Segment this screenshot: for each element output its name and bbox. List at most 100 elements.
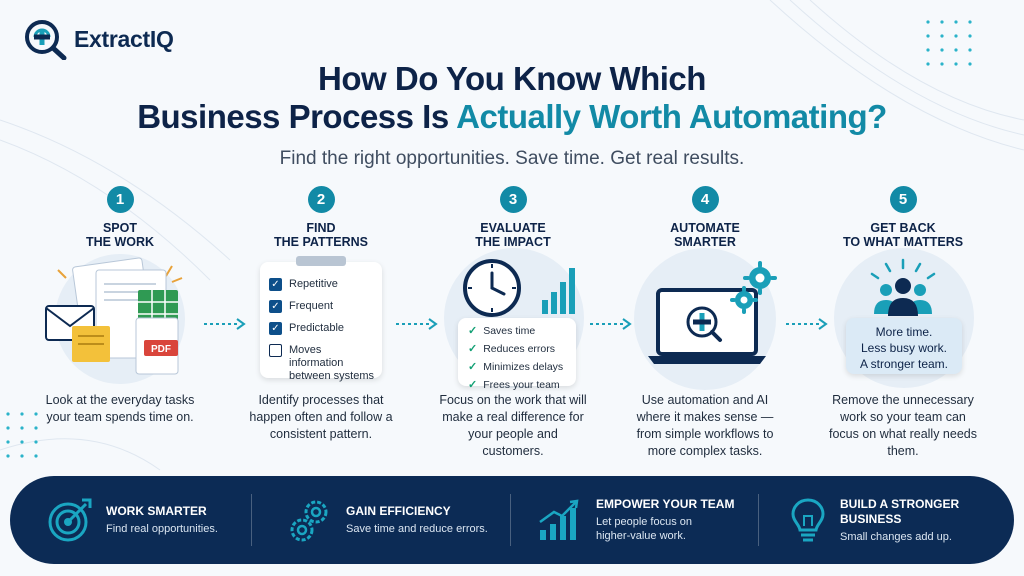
benefit-title: WORK SMARTER <box>106 504 207 518</box>
benefit-label: Minimizes delays <box>483 360 564 373</box>
step-title: GET BACK TO WHAT MATTERS <box>808 221 998 249</box>
benefit-subtitle: Let people focus on higher-value work. <box>596 515 734 543</box>
checklist-card: ✓ Repetitive ✓ Frequent ✓ Predictable Moves… <box>260 256 382 382</box>
step-description: Focus on the work that will make a real … <box>439 393 587 458</box>
benefit-subtitle: Find real opportunities. <box>106 523 218 535</box>
tagline: Less busy work. <box>860 341 948 355</box>
step-title-line-2: THE PATTERNS <box>274 235 368 249</box>
benefits-card: ✓Saves time ✓Reduces errors ✓Minimizes d… <box>458 318 576 391</box>
bottom-benefits-bar: WORK SMARTER Find real opportunities. GA… <box>10 476 1014 564</box>
benefit-title: BUILD A STRONGER BUSINESS <box>840 497 959 527</box>
benefit-subtitle-line-2: higher-value work. <box>596 530 686 542</box>
clock-bar-chart-icon <box>463 259 575 317</box>
benefit-gain-efficiency: GAIN EFFICIENCY Save time and reduce err… <box>286 476 488 564</box>
benefit-item: ✓Minimizes delays <box>468 360 576 374</box>
page-subtitle: Find the right opportunities. Save time.… <box>279 148 745 169</box>
step-number: 4 <box>691 186 719 213</box>
step-2: 2 FIND THE PATTERNS ✓ Repetitive ✓ Frequen… <box>226 186 416 441</box>
step-title: SPOT THE WORK <box>25 221 215 249</box>
arrow-right-icon <box>590 318 632 330</box>
checklist-item: ✓ Repetitive <box>269 278 374 291</box>
arrow-right-icon <box>204 318 246 330</box>
divider <box>510 494 511 546</box>
benefit-item: ✓ Saves time <box>468 324 576 338</box>
title-line-2: Business Process Is Actually Worth Autom… <box>0 98 1024 136</box>
step-title: AUTOMATE SMARTER <box>610 221 800 249</box>
check-icon: ✓ <box>468 379 478 391</box>
svg-text:PDF: PDF <box>151 344 171 355</box>
step-title-line-1: EVALUATE <box>480 221 546 235</box>
step-description: Look at the everyday tasks your team spe… <box>45 393 195 424</box>
step-title-line-2: SMARTER <box>674 235 736 249</box>
benefit-label: Saves time <box>483 324 536 337</box>
check-icon: ✓ <box>468 325 478 337</box>
benefit-title: EMPOWER YOUR TEAM <box>596 497 735 511</box>
step-title-line-2: THE IMPACT <box>475 235 551 249</box>
benefit-label: Frees your team <box>483 378 560 391</box>
gears-icon <box>290 500 328 542</box>
checkbox-checked: ✓ <box>269 278 282 291</box>
benefit-title-line-2: BUSINESS <box>840 511 902 526</box>
lightbulb-icon <box>791 498 825 542</box>
step-title-line-2: TO WHAT MATTERS <box>842 235 964 249</box>
benefit-item: ✓ Frees your team <box>468 378 576 392</box>
benefit-work-smarter: WORK SMARTER Find real opportunities. <box>46 476 218 564</box>
arrow-right-icon <box>396 318 438 330</box>
tagline: More time. <box>875 325 933 339</box>
benefit-stronger-business: BUILD A STRONGER BUSINESS Small changes … <box>788 476 959 564</box>
checkbox-unchecked <box>269 344 282 357</box>
step-title-line-1: SPOT <box>102 221 138 235</box>
benefit-subtitle-line-1: Let people focus on <box>596 516 693 528</box>
title-line-1: How Do You Know Which <box>318 60 706 97</box>
target-arrow-icon <box>48 498 92 542</box>
step-title: FIND THE PATTERNS <box>226 221 416 249</box>
benefit-title-line-1: BUILD A STRONGER <box>840 496 960 511</box>
page-title: How Do You Know Which Business Process I… <box>0 60 1024 136</box>
benefit-text: GAIN EFFICIENCY Save time and reduce err… <box>346 504 488 536</box>
step-description: Identify processes that happen often and… <box>249 393 393 441</box>
step-1: 1 SPOT THE WORK PDF Look at the everyday… <box>25 186 215 424</box>
step-4: 4 AUTOMATE SMARTER Use automation and AI… <box>610 186 800 458</box>
brand-logo[interactable]: ExtractIQ <box>22 18 174 60</box>
checklist-label: Moves information between systems <box>289 344 374 382</box>
plus-magnifier-icon <box>25 20 67 60</box>
step-title: EVALUATE THE IMPACT <box>418 221 608 249</box>
divider <box>251 494 252 546</box>
tagline-card: More time. Less busy work. A stronger te… <box>846 318 962 374</box>
arrow-right-icon <box>786 318 828 330</box>
benefit-title: GAIN EFFICIENCY <box>346 504 451 518</box>
step-number: 1 <box>106 186 134 213</box>
clipboard-clip <box>296 256 346 266</box>
benefit-item: ✓ Reduces errors <box>468 342 576 356</box>
step-3: 3 EVALUATE THE IMPACT ✓ Saves time ✓ Reduc… <box>418 186 608 458</box>
benefit-empower-team: EMPOWER YOUR TEAM Let people focus on hi… <box>536 476 734 564</box>
documents-email-spreadsheet-pdf-icon: PDF <box>45 257 183 375</box>
laptop-gears-icon <box>648 261 777 364</box>
checkbox-checked: ✓ <box>269 322 282 335</box>
checklist-item: ✓ Frequent <box>269 300 374 313</box>
benefit-subtitle: Small changes add up. <box>840 530 952 543</box>
benefit-label: Reduces errors <box>483 342 555 355</box>
title-accent: Actually Worth Automating? <box>456 98 887 135</box>
step-title-line-2: THE WORK <box>85 235 155 249</box>
benefit-subtitle: Save time and reduce errors. <box>346 523 488 535</box>
brand-name: ExtractIQ <box>74 25 174 52</box>
growth-chart-icon <box>539 499 579 540</box>
step-number: 2 <box>307 186 335 213</box>
checklist-label: Frequent <box>289 300 334 312</box>
benefit-text: BUILD A STRONGER BUSINESS Small changes … <box>840 497 959 544</box>
checkbox-checked: ✓ <box>269 300 282 313</box>
checklist-label: Predictable <box>289 322 345 334</box>
checklist-label: Repetitive <box>289 278 338 290</box>
step-5: 5 GET BACK TO WHAT MATTERS More time. Le… <box>808 186 998 458</box>
benefit-text: WORK SMARTER Find real opportunities. <box>106 504 218 536</box>
step-title-line-1: GET BACK <box>870 221 936 235</box>
step-number: 3 <box>499 186 527 213</box>
checklist-item: Moves information between systems <box>269 344 374 383</box>
check-icon: ✓ <box>468 343 478 355</box>
divider <box>758 494 759 546</box>
step-description: Remove the unnecessary work so your team… <box>828 393 977 458</box>
step-title-line-1: AUTOMATE <box>670 221 740 235</box>
tagline: A stronger team. <box>859 357 949 371</box>
title-line-2-prefix: Business Process Is <box>137 98 457 135</box>
